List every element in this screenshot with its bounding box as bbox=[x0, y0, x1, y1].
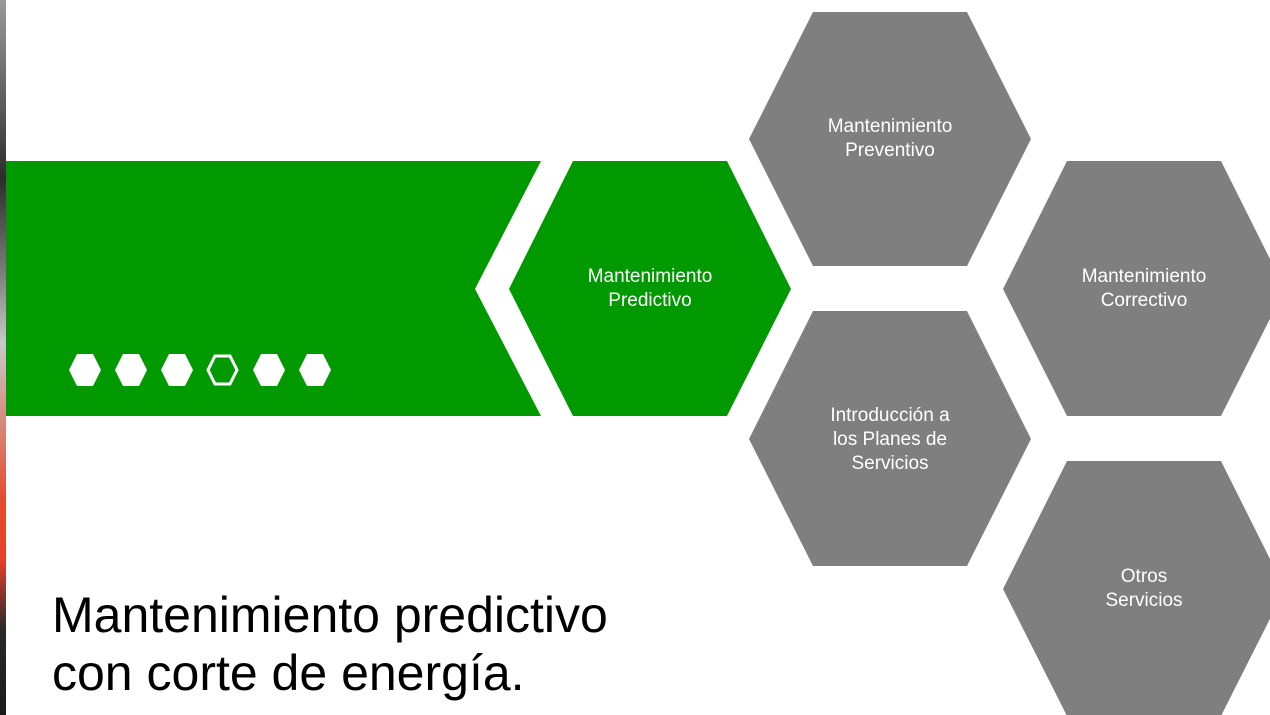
hexagon-preventivo-label: Mantenimiento Preventivo bbox=[790, 115, 990, 163]
nav-dot-4-current[interactable] bbox=[206, 354, 239, 386]
label-line: Servicios bbox=[851, 453, 929, 474]
label-line: los Planes de bbox=[832, 429, 948, 450]
green-banner bbox=[6, 161, 541, 416]
hexagon-planes-label: Introducción a los Planes de Servicios bbox=[790, 404, 990, 476]
hexagon-preventivo[interactable] bbox=[749, 12, 1031, 266]
slide-title: Mantenimiento predictivo con corte de en… bbox=[52, 586, 608, 702]
nav-dot-6[interactable] bbox=[299, 354, 331, 386]
hexagon-predictivo[interactable] bbox=[509, 161, 791, 416]
nav-dot-5[interactable] bbox=[253, 354, 285, 386]
hexagon-otros-label: Otros Servicios bbox=[1044, 565, 1244, 613]
nav-dots bbox=[69, 354, 331, 386]
label-line: Mantenimiento bbox=[1081, 266, 1207, 287]
label-line: Predictivo bbox=[608, 290, 692, 311]
nav-dot-2[interactable] bbox=[115, 354, 147, 386]
nav-dot-1[interactable] bbox=[69, 354, 101, 386]
label-line: Preventivo bbox=[845, 140, 935, 161]
label-line: Mantenimiento bbox=[587, 266, 713, 287]
label-line: Mantenimiento bbox=[827, 116, 953, 137]
hexagon-predictivo-label: Mantenimiento Predictivo bbox=[550, 265, 750, 313]
label-line: Introducción a bbox=[830, 405, 950, 426]
background-photo-edge bbox=[0, 0, 6, 715]
nav-dot-3[interactable] bbox=[161, 354, 193, 386]
hexagon-correctivo[interactable] bbox=[1003, 161, 1270, 416]
hexagon-planes[interactable] bbox=[749, 311, 1031, 566]
slide-title-line-2: con corte de energía. bbox=[52, 645, 525, 701]
hexagon-correctivo-label: Mantenimiento Correctivo bbox=[1044, 265, 1244, 313]
hexagon-otros[interactable] bbox=[1003, 461, 1270, 715]
label-line: Servicios bbox=[1105, 590, 1183, 611]
label-line: Correctivo bbox=[1100, 290, 1188, 311]
slide-title-line-1: Mantenimiento predictivo bbox=[52, 587, 608, 643]
label-line: Otros bbox=[1120, 566, 1168, 587]
